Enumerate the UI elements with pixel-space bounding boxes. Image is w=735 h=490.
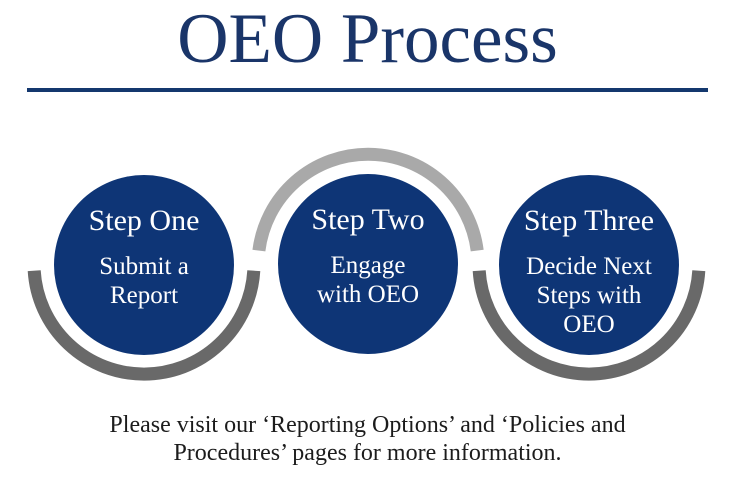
step-heading: Step One — [88, 204, 200, 237]
step-description: Decide Next Steps with OEO — [526, 253, 652, 338]
arc-step-three-bottom — [472, 270, 706, 381]
footer-note: Please visit our ‘Reporting Options’ and… — [109, 412, 626, 466]
step-three-circle: Step Three Decide Next Steps with OEO — [499, 175, 679, 355]
step-description: Engage with OEO — [316, 252, 420, 308]
step-one-circle: Step One Submit a Report — [54, 175, 234, 355]
page-title: OEO Process — [177, 0, 558, 78]
step-two-circle: Step Two Engage with OEO — [278, 174, 458, 354]
arc-step-two-top — [252, 147, 484, 252]
title-divider — [27, 88, 708, 92]
arc-step-one-bottom — [27, 270, 261, 381]
step-heading: Step Two — [311, 203, 425, 236]
step-heading: Step Three — [523, 204, 655, 237]
step-description: Submit a Report — [99, 253, 189, 309]
